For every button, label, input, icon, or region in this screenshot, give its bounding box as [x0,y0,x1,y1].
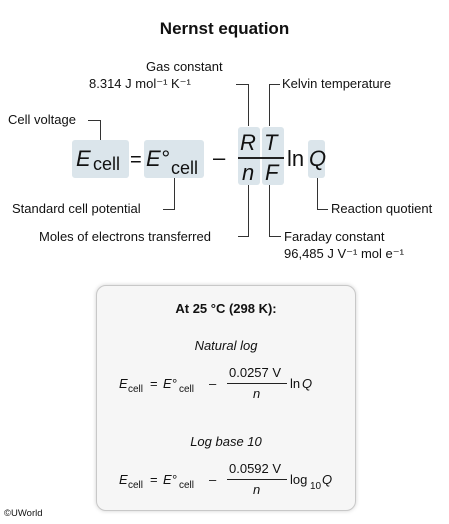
kelvin-temperature-label: Kelvin temperature [282,76,392,91]
symbol-q: Q [309,146,327,171]
nl-fraction-bar [227,383,287,384]
ecell-subscript: cell [93,154,121,174]
page-title: Nernst equation [159,19,290,38]
r-n-highlight [238,127,260,185]
gas-constant-label: Gas constant [146,59,223,74]
minus-sign: – [213,145,226,170]
ecell-e: E [76,146,91,171]
moles-leader-h [238,236,249,237]
box-heading: At 25 °C (298 K): [175,301,277,316]
lg-e-standard: E° [163,472,177,487]
faraday-leader-v [269,185,270,237]
cell-voltage-leader-h [88,120,101,121]
lg-q: Q [322,472,333,487]
lg-base-sub: 10 [310,481,322,492]
standard-potential-label: Standard cell potential [12,201,141,216]
cell-voltage-leader-v [100,120,101,140]
lg-coefficient: 0.0592 V [229,461,282,476]
nl-e-standard: E° [163,376,177,391]
lg-equals: = [150,472,158,487]
gas-constant-leader-h [236,84,249,85]
gas-constant-value: 8.314 J mol⁻¹ K⁻¹ [89,76,191,91]
nl-coefficient: 0.0257 V [229,365,282,380]
e-standard-highlight [144,140,204,178]
standard-potential-leader-h [163,209,175,210]
e-standard-subscript: cell [171,158,199,178]
t-f-highlight [262,127,284,185]
lg-cell-sub: cell [128,480,144,491]
lg-n: n [253,482,261,497]
symbol-f: F [265,160,279,185]
moles-electrons-label: Moles of electrons transferred [39,229,211,244]
equals-sign: = [130,149,142,171]
nl-equals: = [150,376,158,391]
nl-e: E [119,376,128,391]
nl-n: n [253,386,261,401]
kelvin-leader-v [269,84,270,126]
faraday-constant-label: Faraday constant [284,229,385,244]
nl-minus: – [209,376,217,391]
symbol-t: T [264,130,278,155]
nl-q: Q [302,376,313,391]
lg-log: log [290,472,308,487]
q-highlight [308,140,325,178]
lg-e-standard-sub: cell [179,480,195,491]
standard-conditions-box: At 25 °C (298 K): Natural log E cell = E… [96,285,356,511]
natural-log-title: Natural log [194,338,258,353]
copyright-text: ©UWorld [4,508,43,519]
symbol-r: R [240,130,256,155]
reaction-quotient-label: Reaction quotient [331,201,433,216]
log10-title: Log base 10 [190,434,262,449]
symbol-n: n [242,160,255,185]
quotient-leader-v [317,178,318,210]
faraday-constant-value: 96,485 J V⁻¹ mol e⁻¹ [284,246,404,261]
quotient-leader-h [317,209,328,210]
lg-fraction-bar [227,479,287,480]
nl-cell-sub: cell [128,384,144,395]
moles-leader-v [248,185,249,237]
faraday-leader-h [269,236,281,237]
lg-minus: – [209,472,217,487]
ln-text: ln [287,146,305,171]
e-standard: E° [146,146,170,171]
nl-e-standard-sub: cell [179,384,195,395]
cell-voltage-label: Cell voltage [8,112,76,127]
gas-constant-leader-v [248,84,249,126]
lg-e: E [119,472,128,487]
nl-ln: ln [290,376,301,391]
ecell-highlight [72,140,129,178]
main-fraction-bar [238,157,284,159]
kelvin-leader-h [269,84,280,85]
standard-potential-leader-v [174,178,175,210]
